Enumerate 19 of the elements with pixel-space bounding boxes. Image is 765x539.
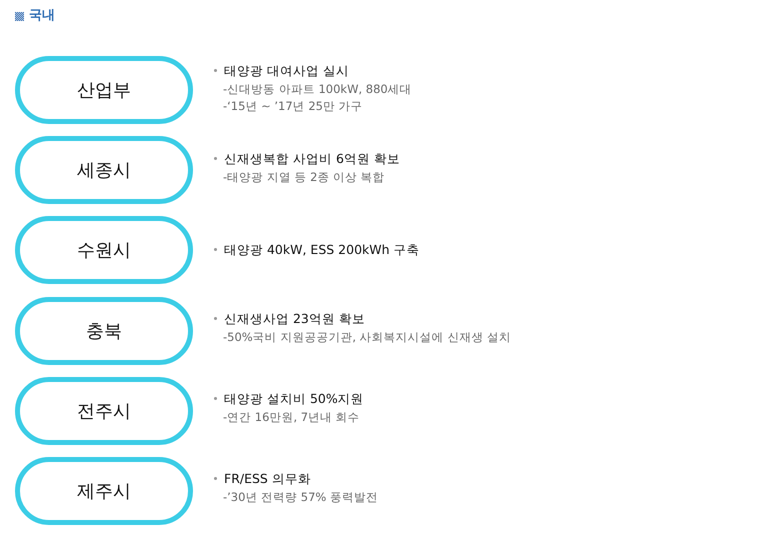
pill-box: 산업부 xyxy=(15,56,193,124)
detail-line: -50%국비 지원공공기관, 사회복지시설에 신재생 설치 xyxy=(223,328,511,346)
pill-box: 전주시 xyxy=(15,377,193,445)
item-heading: 태양광 대여사업 실시 xyxy=(224,62,349,80)
detail-line: -신대방동 아파트 100kW, 880세대 xyxy=(223,80,412,98)
pill-box: 세종시 xyxy=(15,136,193,204)
pill-box: 제주시 xyxy=(15,457,193,525)
item-heading: 신재생사업 23억원 확보 xyxy=(224,310,365,328)
item-heading: 태양광 설치비 50%지원 xyxy=(224,390,364,408)
section-title: 국내 xyxy=(29,7,55,25)
item-heading: 태양광 40kW, ESS 200kWh 구축 xyxy=(224,241,420,259)
detail-line: -‘15년 ~ ’17년 25만 가구 xyxy=(223,98,363,115)
pill-box: 수원시 xyxy=(15,216,193,284)
item-heading: FR/ESS 의무화 xyxy=(224,470,311,488)
detail-line: -태양광 지열 등 2종 이상 복합 xyxy=(223,168,385,186)
detail-line: -연간 16만원, 7년내 회수 xyxy=(223,408,360,426)
pill-box: 충북 xyxy=(15,297,193,365)
detail-line: -’30년 전력량 57% 풍력발전 xyxy=(223,488,378,506)
item-heading: 신재생복합 사업비 6억원 확보 xyxy=(224,150,400,168)
